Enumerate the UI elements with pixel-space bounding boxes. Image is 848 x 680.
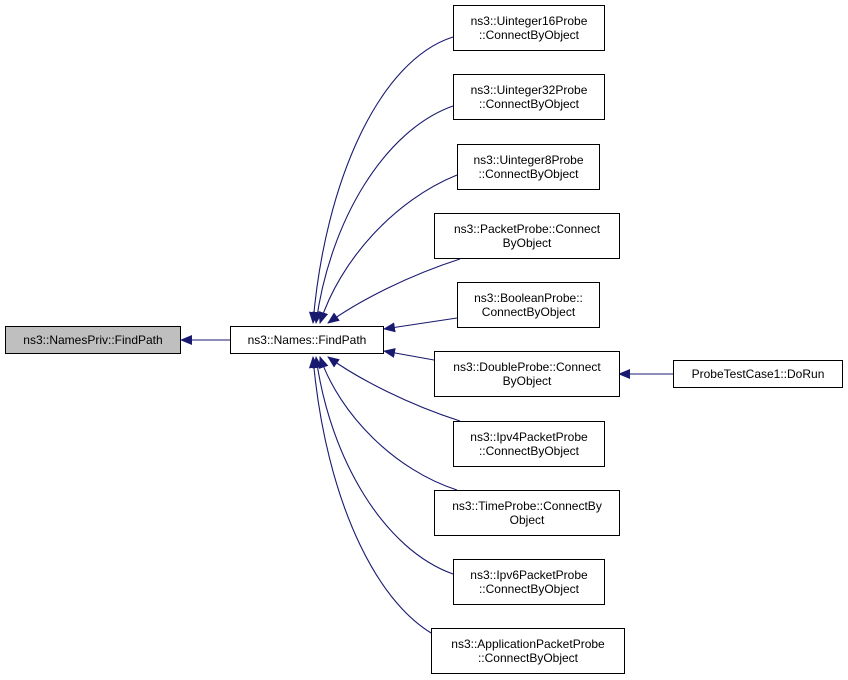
edge-ipv4packetprobe bbox=[327, 356, 461, 422]
edge-ipv6packetprobe bbox=[312, 356, 454, 575]
edge-uinteger8 bbox=[318, 174, 458, 324]
node-ipv4packetprobe-connectbyobject[interactable]: ns3::Ipv4PacketProbe ::ConnectByObject bbox=[453, 421, 605, 467]
node-names-findpath[interactable]: ns3::Names::FindPath bbox=[230, 326, 384, 354]
node-label-line1: ns3::ApplicationPacketProbe bbox=[451, 637, 605, 651]
node-label-line2: ConnectByObject bbox=[481, 305, 576, 319]
node-label-line2: ::ConnectByObject bbox=[477, 651, 579, 665]
edge-packetprobe bbox=[327, 258, 461, 324]
node-label: ProbeTestCase1::DoRun bbox=[691, 367, 825, 381]
node-label: ns3::NamesPriv::FindPath bbox=[23, 333, 163, 347]
node-uinteger32probe-connectbyobject[interactable]: ns3::Uinteger32Probe ::ConnectByObject bbox=[453, 74, 605, 120]
node-label-line1: ns3::BooleanProbe:: bbox=[474, 291, 583, 305]
node-label: ns3::Names::FindPath bbox=[247, 333, 367, 347]
node-label-line1: ns3::DoubleProbe::Connect bbox=[453, 360, 601, 374]
node-label-line2: ::ConnectByObject bbox=[478, 28, 580, 42]
node-label-line2: ::ConnectByObject bbox=[478, 444, 580, 458]
edge-timeprobe bbox=[318, 356, 458, 491]
edge-uinteger16 bbox=[308, 36, 454, 324]
edge-applicationpacketprobe bbox=[308, 356, 454, 644]
node-uinteger8probe-connectbyobject[interactable]: ns3::Uinteger8Probe ::ConnectByObject bbox=[457, 144, 600, 190]
node-applicationpacketprobe-connectbyobject[interactable]: ns3::ApplicationPacketProbe ::ConnectByO… bbox=[431, 628, 625, 674]
edge-booleanprobe bbox=[383, 317, 458, 333]
node-label-line1: ns3::Ipv6PacketProbe bbox=[470, 568, 588, 582]
node-booleanprobe-connectbyobject[interactable]: ns3::BooleanProbe:: ConnectByObject bbox=[457, 282, 600, 328]
node-uinteger16probe-connectbyobject[interactable]: ns3::Uinteger16Probe ::ConnectByObject bbox=[453, 5, 605, 51]
node-packetprobe-connectbyobject[interactable]: ns3::PacketProbe::Connect ByObject bbox=[434, 213, 620, 259]
node-namespriv-findpath[interactable]: ns3::NamesPriv::FindPath bbox=[5, 326, 181, 354]
node-label-line1: ns3::TimeProbe::ConnectBy bbox=[452, 499, 602, 513]
node-label-line1: ns3::Uinteger16Probe bbox=[470, 14, 588, 28]
node-label-line2: ByObject bbox=[502, 236, 552, 250]
node-probetestcase1-dorun[interactable]: ProbeTestCase1::DoRun bbox=[673, 360, 843, 388]
edge-doubleprobe bbox=[383, 348, 435, 361]
node-label-line2: ::ConnectByObject bbox=[478, 582, 580, 596]
node-timeprobe-connectbyobject[interactable]: ns3::TimeProbe::ConnectBy Object bbox=[434, 490, 620, 536]
node-label-line1: ns3::Ipv4PacketProbe bbox=[470, 430, 588, 444]
node-label-line2: ::ConnectByObject bbox=[478, 97, 580, 111]
node-label-line1: ns3::Uinteger32Probe bbox=[470, 83, 588, 97]
node-label-line2: ByObject bbox=[502, 374, 552, 388]
node-label-line2: Object bbox=[509, 513, 545, 527]
node-ipv6packetprobe-connectbyobject[interactable]: ns3::Ipv6PacketProbe ::ConnectByObject bbox=[453, 559, 605, 605]
node-label-line1: ns3::PacketProbe::Connect bbox=[453, 222, 601, 236]
node-label-line1: ns3::Uinteger8Probe bbox=[473, 153, 584, 167]
edge-uinteger32 bbox=[312, 105, 454, 324]
node-label-line2: ::ConnectByObject bbox=[478, 167, 579, 181]
node-doubleprobe-connectbyobject[interactable]: ns3::DoubleProbe::Connect ByObject bbox=[434, 351, 620, 397]
